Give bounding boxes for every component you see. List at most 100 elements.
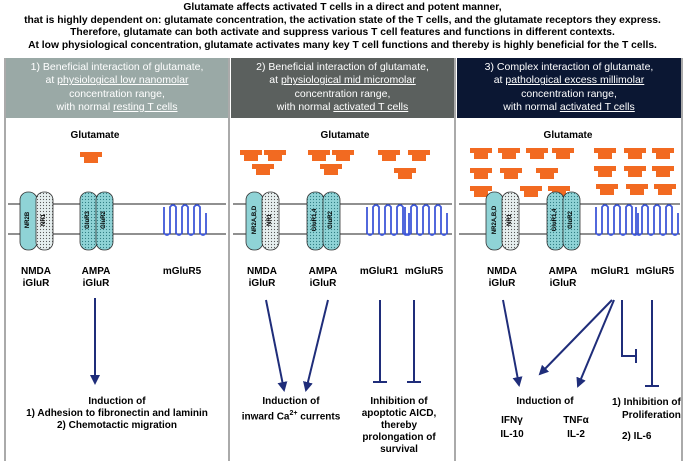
receptor-type: iGluR (309, 278, 337, 289)
subunit-label: NR1 (507, 214, 513, 227)
outcome-line: apoptotic AICD, (361, 408, 437, 419)
panel-2-outcome-inhibition: Inhibition of apoptotic AICD, thereby pr… (347, 396, 451, 456)
header-text: at (493, 74, 506, 87)
panel-3-outcome-col-1: IFNγ IL-10 (492, 414, 532, 442)
panel-1-header-line-2: at physiological low nanomolar (6, 74, 228, 87)
ampa-receptor-icon (546, 191, 581, 251)
panel-3-outcome-induction-title: Induction of (516, 396, 574, 407)
outcome-line: survival (380, 444, 418, 455)
receptor-type: iGluR (488, 278, 516, 289)
panel-1-outcome: Induction of 1) Adhesion to fibronectin … (6, 396, 228, 432)
receptor-name-mglur1: mGluR1 (359, 266, 399, 277)
panel-3-header-line-2: at pathological excess millimolar (457, 74, 681, 87)
panel-2-header-line-4: with normal activated T cells (231, 101, 454, 114)
panel-3-outcome-col-2: TNFα IL-2 (556, 414, 596, 442)
header-text: with normal (56, 100, 114, 113)
outcome-title: Induction of (262, 396, 320, 407)
glutamate-label: Glutamate (320, 130, 370, 141)
subunit-label: GluR1,4 (552, 208, 558, 232)
glutamate-cluster-2 (240, 150, 430, 179)
nmda-receptor-icon (245, 191, 280, 251)
superscript: 2+ (289, 410, 298, 417)
receptor-name-mglur5: mGluR5 (404, 266, 444, 277)
header-underlined-text: activated T cells (333, 100, 409, 113)
panel-3-header-line-3: concentration range, (521, 87, 617, 100)
panel-1-header-line-1: 1) Beneficial interaction of glutamate, (30, 61, 204, 73)
panel-3-header-line-1: 3) Complex interaction of glutamate, (484, 61, 654, 73)
panel-2-header-bg (231, 58, 454, 118)
panel-2-header-line-2: at physiological mid micromolar (231, 74, 454, 87)
outcome-text: inward Ca (241, 411, 290, 423)
subunit-label: NR2A,B,D (252, 205, 258, 235)
outcome-title: Induction of (88, 396, 146, 407)
subunit-label: GluR1,4 (312, 208, 318, 232)
outcome-line: prolongation of (362, 432, 436, 443)
mglur5-receptor-icon (163, 204, 207, 236)
outcome-line: 1) Inhibition of (612, 397, 681, 408)
subunit-label: GluR2 (568, 211, 574, 229)
panel-3-outcome-inhibition: 1) Inhibition of Proliferation 2) IL-6 (612, 396, 682, 443)
intro-text: Glutamate affects activated T cells in a… (0, 2, 685, 52)
arrows-panel-3 (502, 299, 659, 388)
intro-line-1: Glutamate affects activated T cells in a… (183, 2, 502, 13)
header-text: at (45, 74, 58, 87)
panel-2-outcome-induction: Induction of inward Ca2+ currents (238, 396, 344, 423)
outcome-item: 1) Adhesion to fibronectin and laminin (26, 408, 208, 419)
receptor-name-mglur5: mGluR5 (635, 266, 675, 277)
glutamate-label: Glutamate (543, 130, 593, 141)
cytokine-label: IL-2 (567, 429, 585, 440)
arrows-panel-2 (265, 299, 421, 392)
intro-line-3: Therefore, glutamate can both activate a… (70, 27, 615, 39)
receptor-name: AMPA (81, 266, 111, 277)
subunit-label: NR1 (41, 214, 47, 227)
receptor-name-mglur1: mGluR1 (590, 266, 630, 277)
header-underlined-text: physiological mid micromolar (280, 74, 416, 87)
outcome-line: thereby (380, 420, 418, 431)
mglur1-receptor-icon (366, 204, 410, 236)
panel-frames (4, 58, 683, 461)
subunit-label: GluR2 (101, 211, 107, 229)
cytokine-label: TNFα (563, 415, 589, 426)
ampa-receptor-icon (306, 191, 341, 251)
mglur5-receptor-icon (404, 204, 448, 236)
subunit-label: NR2B (25, 211, 31, 229)
subunit-label: GluR3 (85, 211, 91, 229)
subunit-label: NR2A,B,D (492, 205, 498, 235)
outcome-line: 2) IL-6 (622, 431, 652, 442)
receptor-name: NMDA (247, 266, 277, 277)
header-underlined-text: resting T cells (113, 100, 178, 113)
receptor-name: NMDA (21, 266, 51, 277)
receptor-name: AMPA (308, 266, 338, 277)
header-underlined-text: physiological low nanomolar (57, 74, 189, 87)
glutamate-molecule (80, 152, 102, 163)
header-text: with normal (276, 100, 334, 113)
outcome-text: currents (297, 411, 341, 423)
panel-3-header-bg (457, 58, 681, 118)
subunit-label: GluR2 (328, 211, 334, 229)
receptor-type: iGluR (549, 278, 577, 289)
mglur5-receptor-icon (635, 204, 679, 236)
panel-2-header: 2) Beneficial interaction of glutamate, … (231, 58, 454, 118)
receptor-type: iGluR (248, 278, 276, 289)
panel-1-header-bg (6, 58, 228, 118)
receptor-type: iGluR (82, 278, 110, 289)
nmda-receptor-icon (485, 191, 520, 251)
subunit-label: NR1 (267, 214, 273, 227)
receptor-name: NMDA (487, 266, 517, 277)
header-underlined-text: activated T cells (559, 100, 635, 113)
intro-line-4: At low physiological concentration, glut… (28, 39, 657, 51)
panel-1-header-line-3: concentration range, (69, 87, 165, 100)
panel-1-header-line-4: with normal resting T cells (6, 101, 228, 114)
header-text: at (269, 74, 281, 87)
ampa-receptor-icon (79, 191, 114, 251)
cytokine-label: IFNγ (501, 415, 523, 426)
outcome-item: 2) Chemotactic migration (56, 420, 178, 431)
panel-3-header: 3) Complex interaction of glutamate, at … (457, 58, 681, 118)
mglur1-receptor-icon (595, 204, 639, 236)
glutamate-label: Glutamate (70, 130, 120, 141)
